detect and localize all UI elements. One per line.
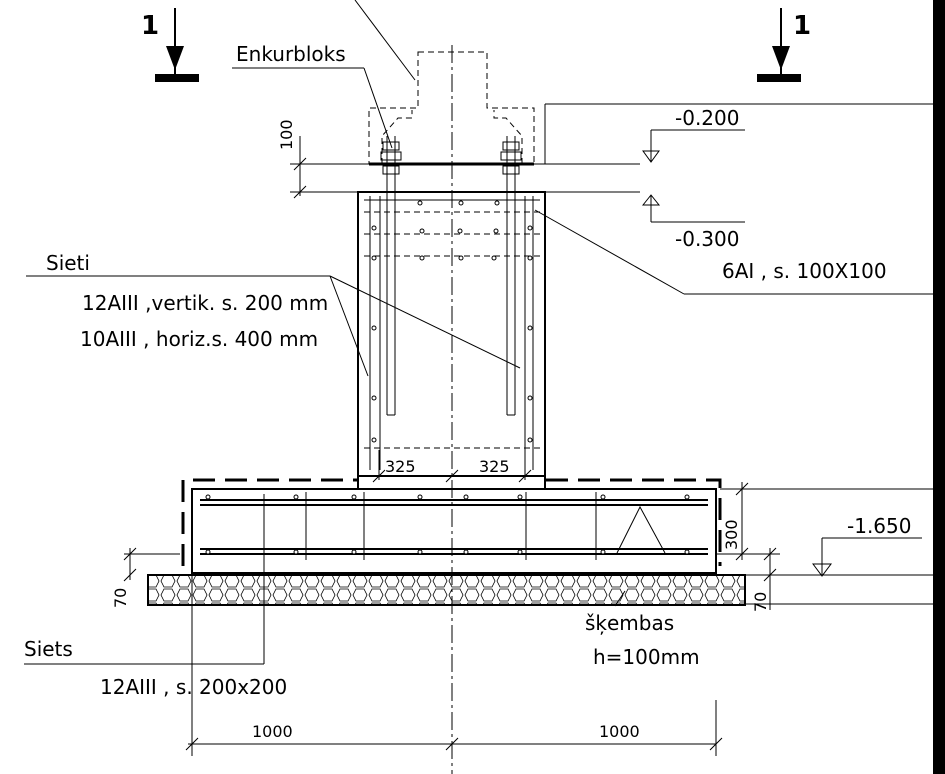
dim-cover-right: 70: [751, 592, 770, 612]
label-mesh-title: Sieti: [46, 251, 90, 275]
level-mark-column-top: -0.300: [641, 194, 745, 251]
label-mesh-vertical: 12AIII ,vertik. s. 200 mm: [82, 291, 328, 315]
level-mark-footing-bottom: -1.650: [812, 514, 922, 577]
label-gravel: šķembas: [585, 611, 674, 635]
section-marker-left: 1: [141, 8, 199, 82]
bottom-mesh-callout: Siets 12AIII , s. 200x200: [24, 494, 287, 699]
bolt-spacing-dimension: 325 325: [372, 450, 532, 483]
mesh-callout: Sieti 12AIII ,vertik. s. 200 mm 10AIII ,…: [26, 251, 521, 377]
footing: [191, 476, 717, 574]
label-bottom-mesh-title: Siets: [24, 637, 73, 661]
level-mark-top: -0.200: [642, 106, 745, 163]
level-column-top-text: -0.300: [675, 227, 739, 251]
dim-footing-height: 300: [722, 519, 741, 550]
section-label-right: 1: [793, 11, 811, 41]
dim-bolt-left: 325: [385, 457, 416, 476]
gravel-callout: šķembas h=100mm: [585, 590, 700, 669]
label-bottom-mesh-spec: 12AIII , s. 200x200: [100, 675, 287, 699]
level-top-text: -0.200: [675, 106, 739, 130]
gravel-bed: [147, 574, 746, 606]
footing-rebar-dots: [205, 494, 690, 555]
section-marker-right: 1: [757, 8, 811, 82]
level-footing-bottom-text: -1.650: [847, 514, 911, 538]
cover-dimension-left: 70: [111, 547, 180, 608]
anchor-bolt-right: [500, 136, 522, 416]
dim-half-width-right: 1000: [599, 722, 640, 741]
label-mesh-horizontal: 10AIII , horiz.s. 400 mm: [80, 327, 318, 351]
cover-dimension-right: 70: [745, 547, 933, 612]
formwork-outline: [181, 478, 722, 566]
dim-cover-left: 70: [111, 588, 130, 608]
dim-anchor-gap: 100: [277, 119, 296, 150]
dim-half-width-left: 1000: [252, 722, 293, 741]
width-dimension: 1000 1000: [185, 573, 723, 756]
stirrups-callout: 6AI , s. 100X100: [534, 209, 933, 295]
label-gravel-height: h=100mm: [593, 645, 700, 669]
footing-height-dimension: 300: [716, 482, 933, 576]
page-edge-bar: [933, 0, 945, 774]
steel-column-outline: [354, 0, 535, 165]
section-label-left: 1: [141, 11, 159, 41]
pedestal-rebar-dots: [371, 200, 533, 443]
anchor-bolt-left: [380, 136, 402, 416]
dim-bolt-right: 325: [479, 457, 510, 476]
anchor-block-callout: Enkurbloks: [232, 42, 393, 149]
label-stirrups: 6AI , s. 100X100: [722, 259, 887, 283]
label-anchor-block: Enkurbloks: [236, 42, 346, 66]
